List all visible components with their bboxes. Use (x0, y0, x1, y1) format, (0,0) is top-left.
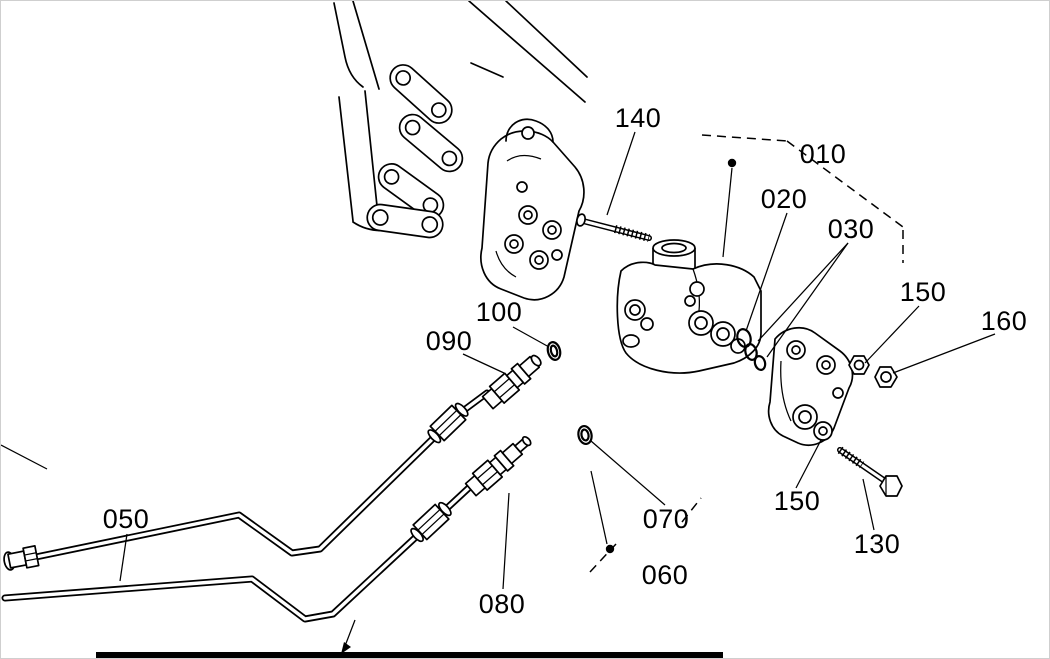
part-label-020[interactable]: 020 (761, 184, 808, 214)
part-label-080[interactable]: 080 (479, 589, 526, 619)
kit-boundary-060 (589, 470, 702, 573)
pipe-hex-fitting-lower (410, 501, 452, 543)
o-ring-070 (577, 424, 593, 446)
bolt-130 (837, 446, 903, 497)
part-label-150-top[interactable]: 150 (900, 277, 947, 307)
mounting-bracket (480, 118, 585, 301)
part-label-050[interactable]: 050 (103, 504, 150, 534)
pipe-assembly-050 (1, 389, 491, 623)
part-label-030[interactable]: 030 (828, 214, 875, 244)
washer-150-bottom (813, 421, 833, 441)
part-label-060[interactable]: 060 (642, 560, 689, 590)
union-080 (464, 435, 532, 497)
part-label-100[interactable]: 100 (476, 297, 523, 327)
union-090 (481, 354, 542, 410)
part-label-130[interactable]: 130 (854, 529, 901, 559)
stud-140 (575, 213, 652, 242)
bottom-bar (96, 652, 723, 658)
pipe-hex-fitting-upper (427, 402, 469, 444)
part-label-010[interactable]: 010 (800, 139, 847, 169)
bottom-edge-graphics (96, 619, 723, 658)
machine-frame (333, 1, 588, 239)
o-ring-100 (546, 341, 562, 361)
valve-body (616, 239, 762, 374)
pipe-end-fitting (3, 545, 40, 571)
o-rings-020-030 (736, 328, 767, 371)
leader-lines (119, 131, 996, 590)
part-label-150-bottom[interactable]: 150 (774, 486, 821, 516)
nut-150-top (848, 355, 870, 375)
part-labels: 140 010 020 030 150 160 100 090 050 070 … (103, 103, 1028, 619)
nut-160 (874, 366, 898, 388)
part-label-090[interactable]: 090 (426, 326, 473, 356)
part-label-160[interactable]: 160 (981, 306, 1028, 336)
side-bracket (767, 326, 854, 447)
part-label-140[interactable]: 140 (615, 103, 662, 133)
kit-boundary-010 (701, 134, 904, 263)
part-label-070[interactable]: 070 (643, 504, 690, 534)
